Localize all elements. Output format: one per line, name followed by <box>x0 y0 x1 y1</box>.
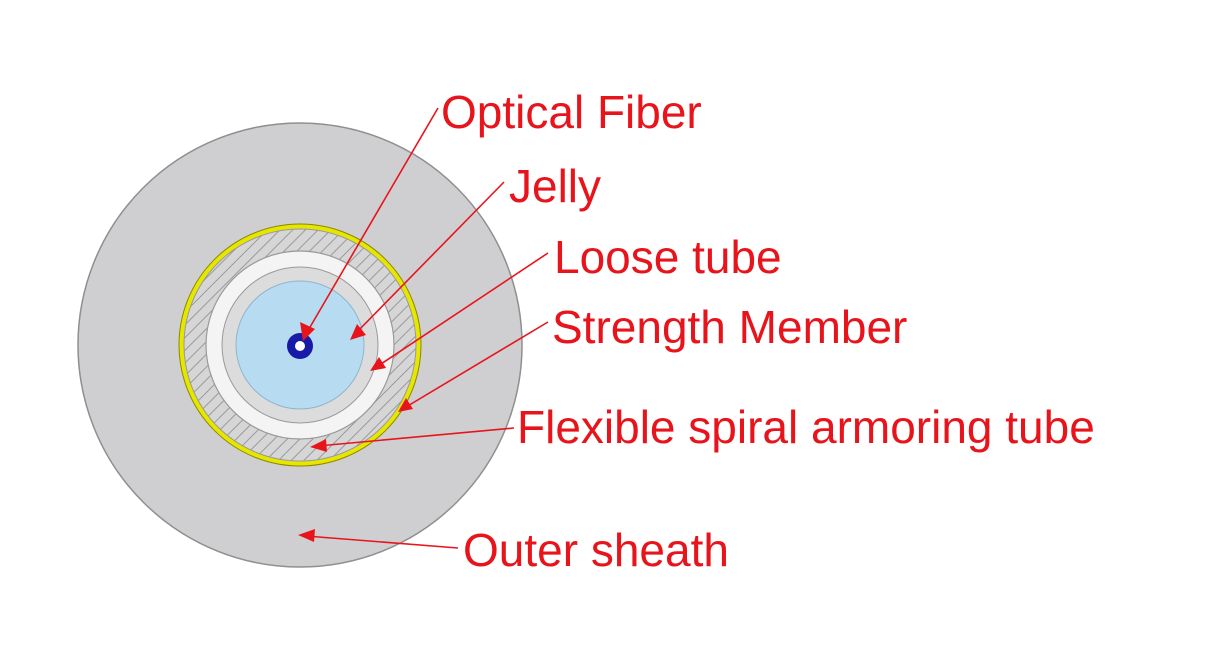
label-jelly: Jelly <box>509 160 601 212</box>
arrowhead-jelly <box>350 324 366 340</box>
leader-strength-member <box>405 321 549 408</box>
arrowhead-armoring-tube <box>310 439 327 452</box>
arrowhead-outer-sheath <box>298 529 315 542</box>
leader-loose-tube <box>377 252 549 367</box>
leader-optical-fiber <box>305 107 439 335</box>
arrowhead-loose-tube <box>370 357 386 371</box>
arrowhead-strength-member <box>398 398 413 412</box>
label-optical-fiber: Optical Fiber <box>441 86 702 138</box>
leader-outer-sheath <box>305 535 459 549</box>
leader-jelly <box>354 181 505 335</box>
label-strength-member: Strength Member <box>552 301 907 353</box>
label-armoring-tube: Flexible spiral armoring tube <box>517 401 1095 453</box>
arrowhead-optical-fiber <box>300 322 315 341</box>
optical-fiber-center <box>295 341 305 351</box>
leader-armoring-tube <box>317 427 515 447</box>
label-outer-sheath: Outer sheath <box>463 524 729 576</box>
label-loose-tube: Loose tube <box>554 231 782 283</box>
